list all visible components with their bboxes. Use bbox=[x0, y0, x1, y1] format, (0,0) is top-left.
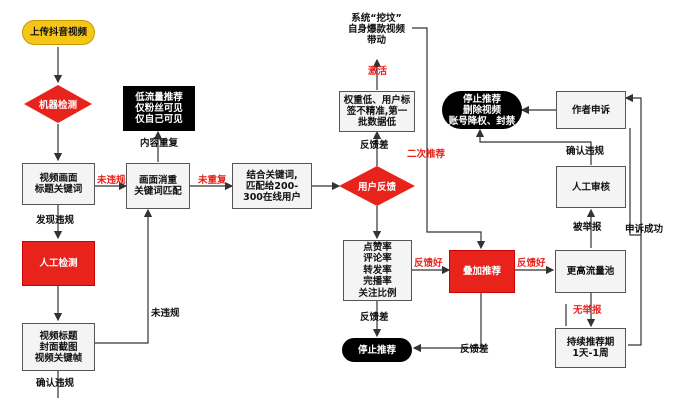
label-confirm-violation-right: 确认违规 bbox=[566, 146, 605, 157]
stop-delete-node: 停止推荐 删除视频 账号降权、封禁 bbox=[442, 91, 522, 129]
stack-recommend-node: 叠加推荐 bbox=[449, 250, 515, 293]
label-feedback-poor-up: 反馈差 bbox=[360, 140, 389, 151]
label-not-reported: 无举报 bbox=[573, 305, 602, 316]
low-traffic-node: 低流量推荐 仅粉丝可见 仅自己可见 bbox=[123, 86, 195, 131]
stop-recommend-bottom-node: 停止推荐 bbox=[342, 338, 412, 362]
author-appeal-node: 作者申诉 bbox=[556, 91, 626, 129]
machine-check-label: 机器检测 bbox=[38, 100, 77, 111]
label-feedback-poor-down: 反馈差 bbox=[360, 312, 389, 323]
label-reported: 被举报 bbox=[573, 222, 602, 233]
user-feedback-label: 用户反馈 bbox=[357, 182, 396, 193]
keyword-match-users-node: 结合关键词, 匹配给200- 300在线用户 bbox=[232, 163, 312, 209]
label-no-duplicate: 未重复 bbox=[198, 175, 227, 186]
low-weight-node: 权重低、用户标 签不精准,第一 批数据低 bbox=[339, 91, 415, 132]
label-content-duplicate: 内容重复 bbox=[140, 138, 179, 149]
label-appeal-success: 申诉成功 bbox=[625, 224, 664, 235]
label-no-violation-2: 未违规 bbox=[151, 308, 180, 319]
dedupe-match-node: 画面消重 关键词匹配 bbox=[126, 163, 190, 209]
label-feedback-poor-bottom: 反馈差 bbox=[460, 344, 489, 355]
video-keywords-node: 视频画面 标题关键词 bbox=[22, 163, 95, 205]
sustained-node: 持续推荐期 1天-1周 bbox=[555, 328, 626, 368]
upload-video-node: 上传抖音视频 bbox=[22, 20, 95, 45]
video-title-frames-node: 视频标题 封面截图 视频关键帧 bbox=[22, 323, 95, 371]
manual-review-node: 人工审核 bbox=[556, 166, 626, 208]
higher-pool-node: 更高流量池 bbox=[555, 250, 626, 293]
manual-check-node: 人工检测 bbox=[22, 241, 95, 286]
label-confirm-violation-bottom: 确认违规 bbox=[36, 378, 75, 389]
label-feedback-good-2: 反馈好 bbox=[517, 258, 546, 269]
label-feedback-good-1: 反馈好 bbox=[414, 258, 443, 269]
metrics-node: 点赞率 评论率 转发率 完播率 关注比例 bbox=[343, 240, 412, 301]
label-no-violation-1: 未违规 bbox=[97, 175, 126, 186]
label-second-recommend: 二次推荐 bbox=[407, 149, 446, 160]
label-found-violation: 发现违规 bbox=[36, 215, 75, 226]
dig-viral-node: 系统“挖坟” 自身爆款视频 带动 bbox=[341, 6, 412, 53]
label-activate: 激活 bbox=[368, 66, 388, 77]
